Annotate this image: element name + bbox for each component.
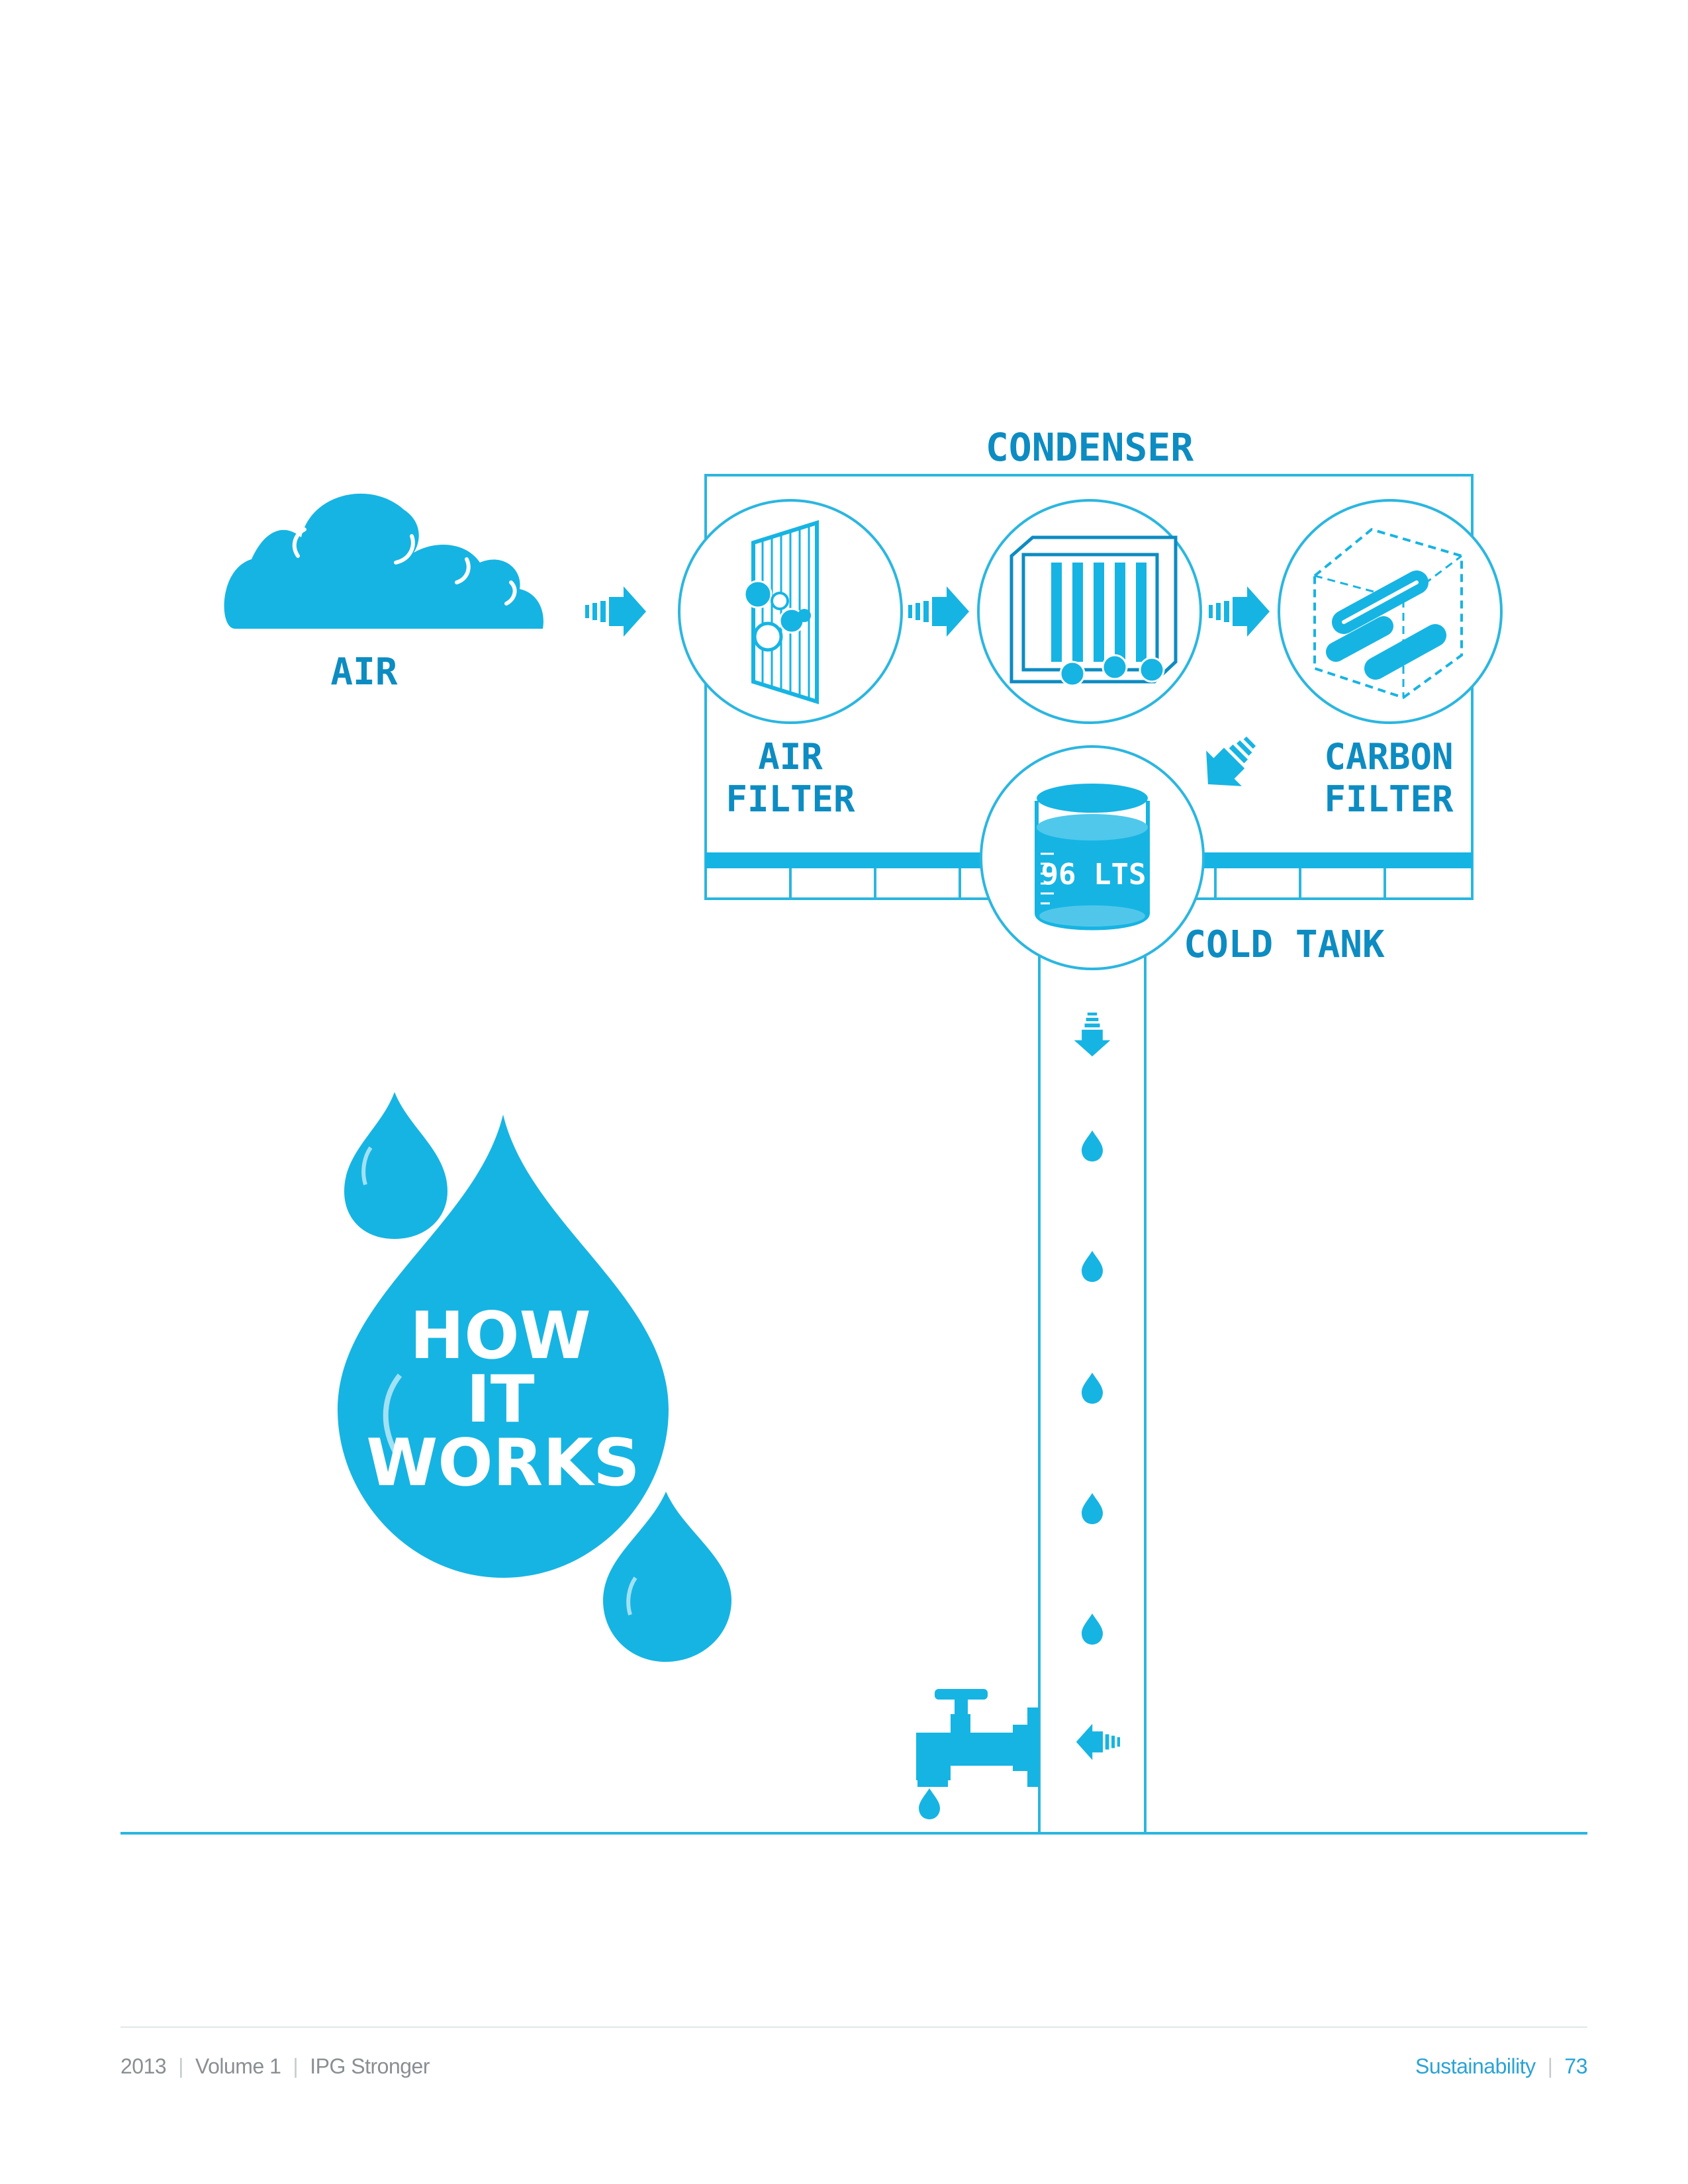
water-drop-icon bbox=[344, 1092, 447, 1239]
footer-year: 2013 bbox=[120, 2054, 167, 2078]
footer-left: 2013 | Volume 1 | IPG Stronger bbox=[120, 2054, 430, 2079]
footer-section: Sustainability bbox=[1415, 2054, 1536, 2078]
carbon-filter-label-2: FILTER bbox=[1324, 778, 1454, 820]
water-drop-icon bbox=[338, 1115, 669, 1578]
arrow-down-left-icon bbox=[1190, 723, 1269, 802]
arrow-right-icon bbox=[585, 586, 646, 637]
page-number: 73 bbox=[1564, 2054, 1587, 2078]
arrow-right-icon bbox=[908, 586, 969, 637]
condenser-coil-icon bbox=[977, 499, 1202, 724]
footer-separator: | bbox=[178, 2054, 183, 2078]
air-label: AIR bbox=[330, 651, 397, 694]
footer-separator: | bbox=[293, 2054, 299, 2078]
tank-volume: 96 LTS bbox=[1041, 858, 1147, 891]
badge-works: WORKS bbox=[366, 1426, 639, 1501]
air-filter-label-2: FILTER bbox=[726, 778, 855, 820]
carbon-filter-icon bbox=[1278, 499, 1503, 724]
page-footer: 2013 | Volume 1 | IPG Stronger Sustainabilit… bbox=[120, 2026, 1587, 2078]
water-drop-icon bbox=[598, 1480, 736, 1666]
rail-dividers bbox=[789, 868, 1386, 899]
badge-how: HOW bbox=[410, 1298, 590, 1374]
footer-volume: Volume 1 bbox=[195, 2054, 281, 2078]
arrow-right-icon bbox=[1209, 586, 1270, 637]
cloud-icon bbox=[224, 493, 543, 629]
badge-it: IT bbox=[466, 1362, 534, 1437]
air-filter-label: AIR bbox=[758, 736, 823, 778]
footer-separator: | bbox=[1547, 2054, 1553, 2078]
water-tank-icon bbox=[980, 745, 1205, 970]
footer-right: Sustainability | 73 bbox=[1415, 2054, 1587, 2079]
faucet-icon bbox=[916, 1689, 1039, 1787]
how-it-works-badge bbox=[338, 1092, 736, 1666]
footer-publication: IPG Stronger bbox=[310, 2054, 430, 2078]
condenser-title: CONDENSER bbox=[986, 425, 1194, 470]
air-filter-icon bbox=[678, 499, 903, 724]
water-drop-icon bbox=[919, 1788, 940, 1819]
carbon-filter-label: CARBON bbox=[1324, 736, 1453, 778]
cold-tank-label: COLD TANK bbox=[1184, 923, 1385, 966]
